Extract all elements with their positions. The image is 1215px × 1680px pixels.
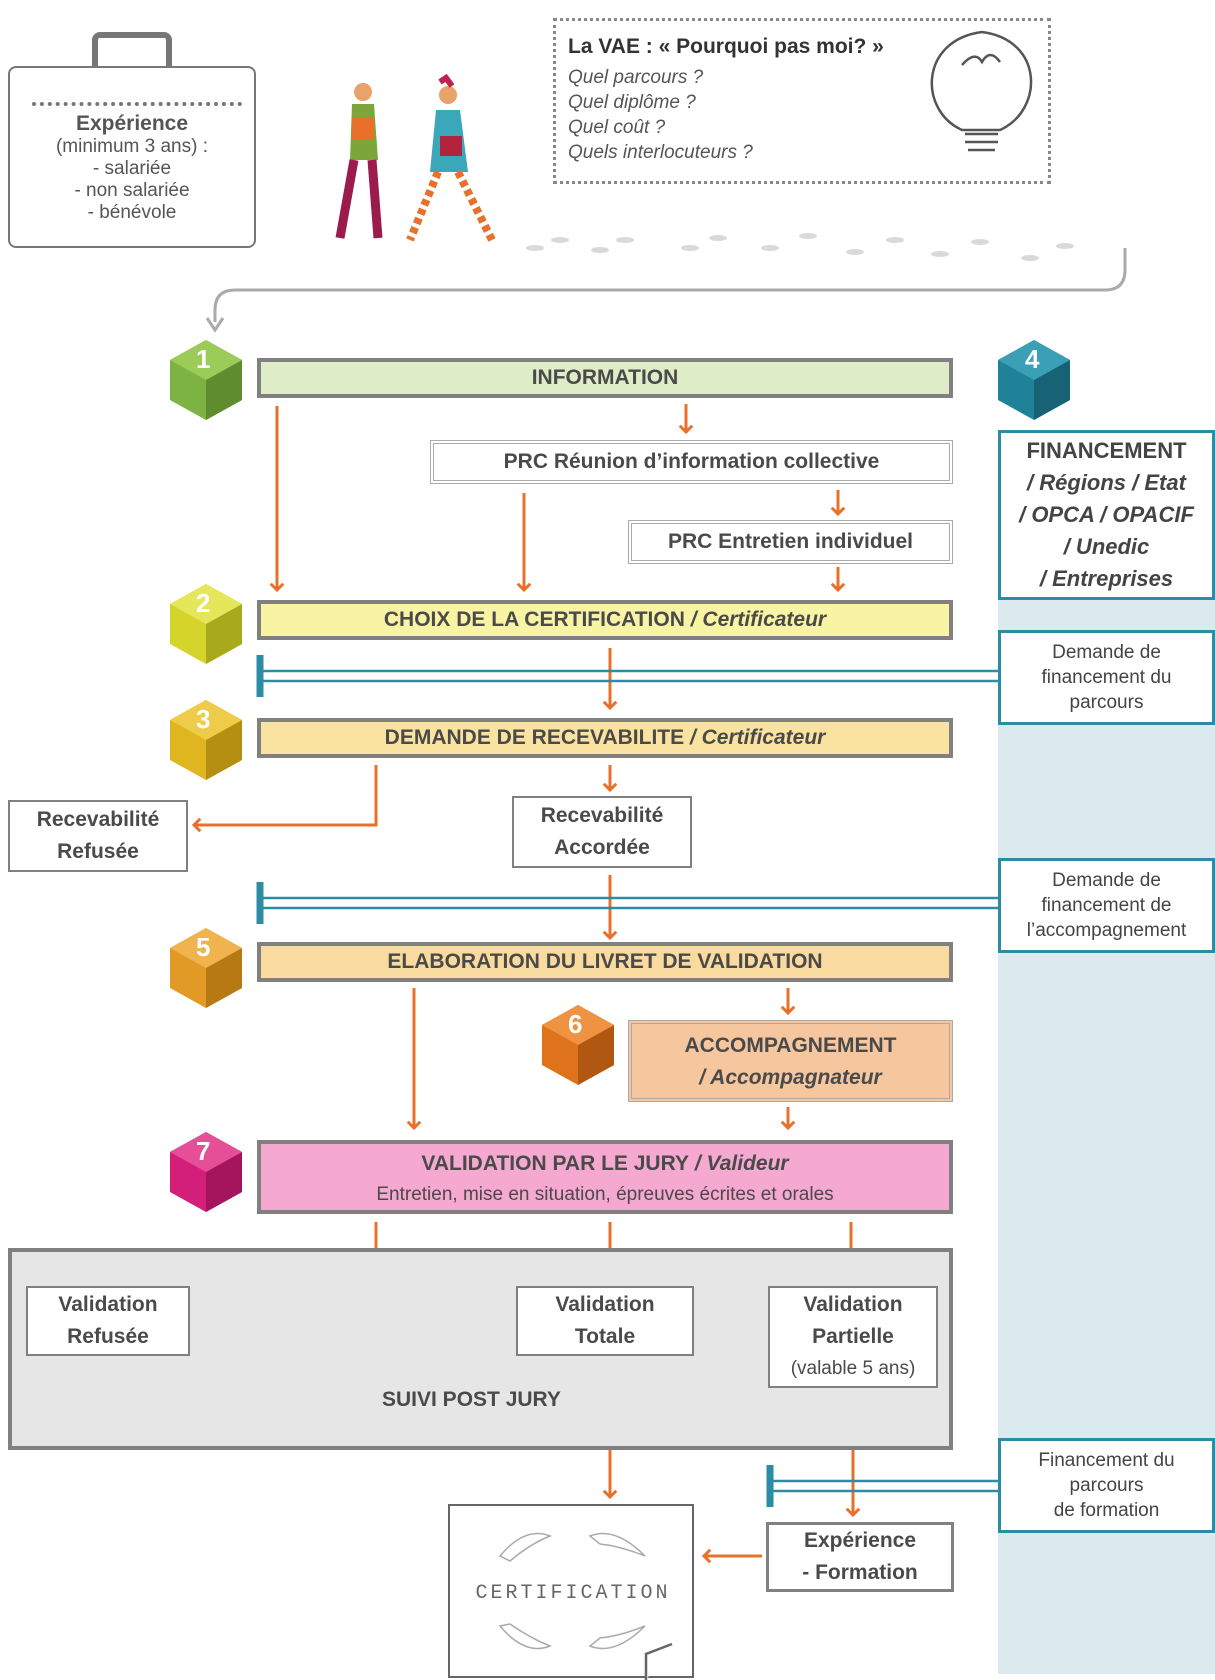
financement-item: / Entreprises (1039, 566, 1174, 591)
briefcase-stitch (32, 102, 242, 106)
financement-item: / Régions / Etat (1027, 470, 1186, 495)
validation-refusee-line: Validation (58, 1293, 158, 1316)
stage-information: INFORMATION (257, 358, 953, 398)
step-number-7: 7 (196, 1136, 211, 1166)
suivi-post-jury-label: SUIVI POST JURY (382, 1388, 561, 1411)
experience-formation-box: Expérience - Formation (766, 1522, 954, 1592)
prc-collective-label: PRC Réunion d’information collective (503, 450, 880, 473)
financement-item: / Unedic (1063, 534, 1150, 559)
stage-accompagnement-label: ACCOMPAGNEMENT (684, 1034, 897, 1057)
step-number-2: 2 (196, 588, 211, 618)
validation-partielle-note: (valable 5 ans) (790, 1358, 916, 1379)
stage-information-label: INFORMATION (531, 366, 679, 389)
step-cube-2 (170, 584, 242, 664)
validation-totale-box: Validation Totale (516, 1286, 694, 1356)
financement-item: / OPCA / OPACIF (1019, 502, 1194, 527)
vae-question: Quel parcours ? (568, 67, 704, 88)
experience-formation-line: Expérience (803, 1529, 917, 1552)
validation-partielle-line: Validation (803, 1293, 903, 1316)
certification-document: CERTIFICATION (448, 1504, 694, 1680)
step-number-1: 1 (196, 344, 211, 374)
stage-accompagnement: ACCOMPAGNEMENT / Accompagnateur (628, 1020, 953, 1102)
validation-totale-line: Validation (555, 1293, 655, 1316)
recevabilite-refusee-line: Recevabilité (36, 808, 160, 831)
step-cube-5 (170, 928, 242, 1008)
stage-choix-label: CHOIX DE LA CERTIFICATION (383, 608, 685, 631)
financing-bars (256, 655, 998, 1507)
experience-item: - bénévole (87, 202, 177, 223)
experience-item: - non salariée (74, 180, 190, 201)
vae-question: Quel diplôme ? (568, 92, 696, 113)
stage-elaboration-label: ELABORATION DU LIVRET DE VALIDATION (387, 950, 823, 973)
step-number-5: 5 (196, 932, 211, 962)
validation-partielle-box: Validation Partielle (valable 5 ans) (768, 1286, 938, 1388)
stage-validation-label: VALIDATION PAR LE JURY (421, 1152, 689, 1175)
fin-req3-line: de formation (1053, 1500, 1160, 1521)
vae-question-box: La VAE : « Pourquoi pas moi? » Quel parc… (553, 18, 1051, 184)
fin-req1-line: Demande de (1052, 642, 1161, 663)
prc-collective-meeting: PRC Réunion d’information collective (430, 440, 953, 484)
validation-partielle-line: Partielle (812, 1325, 894, 1348)
vae-question: Quels interlocuteurs ? (568, 142, 753, 163)
step-number-6: 6 (568, 1009, 583, 1039)
financement-parcours-formation: Financement du parcours de formation (998, 1438, 1215, 1533)
step-number-4: 4 (1025, 344, 1040, 374)
fin-req2-line: Demande de (1052, 870, 1161, 891)
experience-item: - salariée (92, 158, 172, 179)
financement-title: FINANCEMENT (1026, 438, 1187, 463)
fin-req3-line: Financement du (1038, 1450, 1175, 1471)
recevabilite-refusee-line: Refusée (57, 840, 139, 863)
fin-req2-line: financement de (1041, 895, 1172, 916)
experience-formation-line: - Formation (802, 1561, 918, 1584)
experience-subtitle: (minimum 3 ans) : (55, 136, 209, 157)
stage-accompagnement-role: / Accompagnateur (699, 1066, 882, 1089)
step-cube-7 (170, 1132, 242, 1212)
prc-individual-label: PRC Entretien individuel (667, 530, 914, 553)
step-cube-1 (170, 340, 242, 420)
stage-demande-recevabilite: DEMANDE DE RECEVABILITE / Certificateur (257, 718, 953, 758)
stage-validation-jury: VALIDATION PAR LE JURY / Valideur Entret… (257, 1140, 953, 1214)
financement-box: FINANCEMENT / Régions / Etat / OPCA / OP… (998, 430, 1215, 600)
footprints (526, 233, 1074, 261)
recevabilite-accordee-box: Recevabilité Accordée (512, 796, 692, 868)
return-path (213, 248, 1127, 322)
step-cube-4 (998, 340, 1070, 420)
demande-financement-parcours: Demande de financement du parcours (998, 630, 1215, 725)
prc-individual-interview: PRC Entretien individuel (628, 520, 953, 564)
stage-recevabilite-role: / Certificateur (689, 726, 826, 749)
validation-totale-line: Totale (574, 1325, 636, 1348)
stage-validation-role: / Valideur (694, 1152, 789, 1175)
recevabilite-accordee-line: Accordée (554, 836, 650, 859)
step-cube-3 (170, 700, 242, 780)
experience-title: Expérience (75, 112, 189, 135)
lightbulb-icon (930, 30, 1033, 152)
stage-recevabilite-label: DEMANDE DE RECEVABILITE (384, 726, 685, 749)
laurel-icon (498, 1532, 673, 1680)
recevabilite-refusee-box: Recevabilité Refusée (8, 800, 188, 872)
fin-req2-line: l’accompagnement (1026, 920, 1187, 941)
stage-choix-role: / Certificateur (690, 608, 827, 631)
stage-elaboration-livret: ELABORATION DU LIVRET DE VALIDATION (257, 942, 953, 982)
certification-label: CERTIFICATION (475, 1582, 671, 1605)
recevabilite-accordee-line: Recevabilité (540, 804, 664, 827)
fin-req1-line: financement du (1041, 667, 1172, 688)
stage-choix-certification: CHOIX DE LA CERTIFICATION / Certificateu… (257, 600, 953, 640)
walking-people-illustration (335, 73, 496, 242)
vae-question: Quel coût ? (568, 117, 666, 138)
fin-req1-line: parcours (1069, 692, 1144, 713)
experience-box: Expérience (minimum 3 ans) : - salariée … (8, 66, 256, 248)
vae-title: La VAE : « Pourquoi pas moi? » (568, 35, 884, 58)
validation-refusee-box: Validation Refusée (26, 1286, 190, 1356)
step-number-3: 3 (196, 704, 211, 734)
fin-req3-line: parcours (1069, 1475, 1144, 1496)
validation-refusee-line: Refusée (67, 1325, 149, 1348)
stage-validation-sub: Entretien, mise en situation, épreuves é… (376, 1184, 834, 1205)
demande-financement-accompagnement: Demande de financement de l’accompagneme… (998, 858, 1215, 953)
step-cube-6 (542, 1005, 614, 1085)
